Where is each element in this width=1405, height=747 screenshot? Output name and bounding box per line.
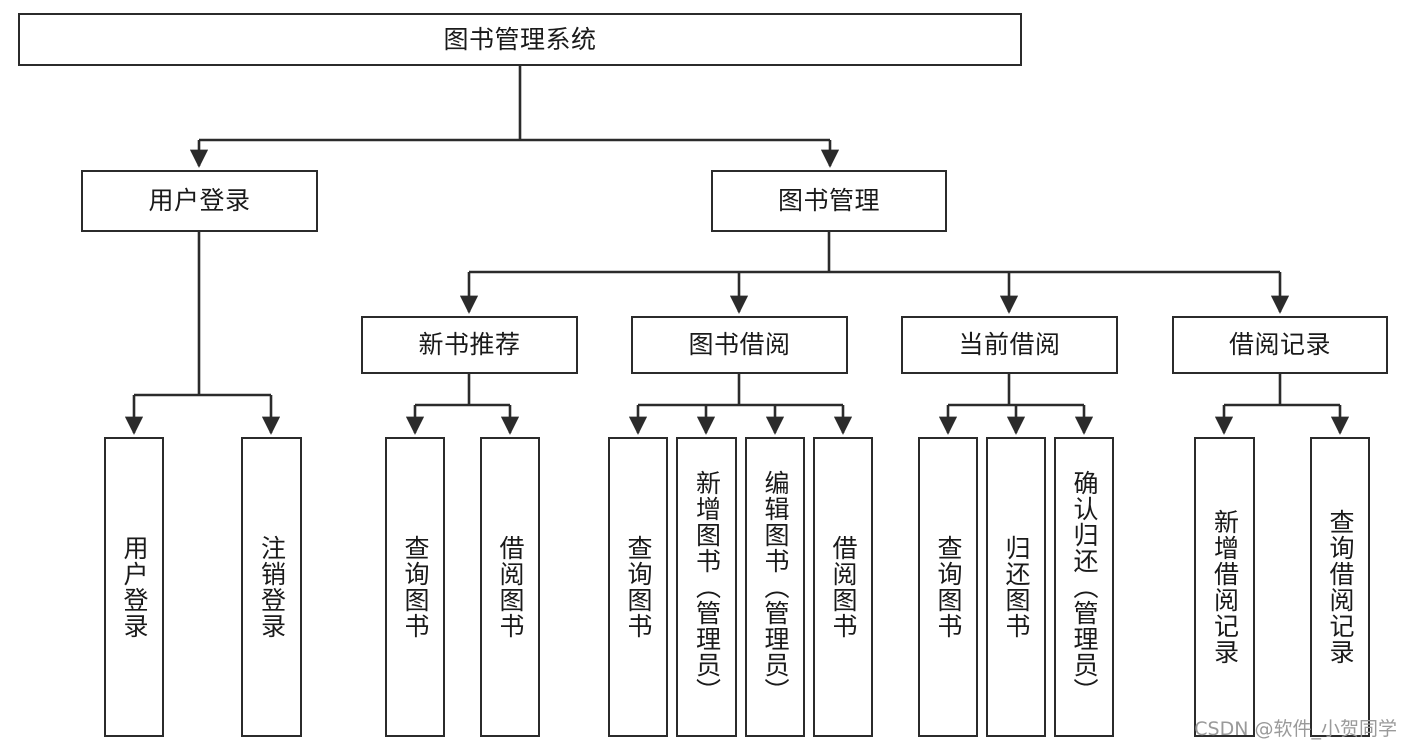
leaf-node[interactable]: 归还图书 — [986, 437, 1046, 737]
leaf-node-label: 借阅图书 — [496, 535, 525, 639]
leaf-node-label: 查询借阅记录 — [1326, 509, 1355, 665]
leaf-node[interactable]: 查询图书 — [385, 437, 445, 737]
leaf-node-label: 归还图书 — [1002, 535, 1031, 639]
leaf-node-label: 用户登录 — [120, 535, 149, 639]
leaf-node[interactable]: 新增借阅记录 — [1194, 437, 1255, 737]
node-borrow-record[interactable]: 借阅记录 — [1172, 316, 1388, 374]
leaf-node[interactable]: 编辑图书（管理员） — [745, 437, 805, 737]
node-book-management-label: 图书管理 — [777, 186, 880, 215]
node-current-borrow[interactable]: 当前借阅 — [901, 316, 1118, 374]
leaf-node[interactable]: 注销登录 — [241, 437, 302, 737]
leaf-node[interactable]: 用户登录 — [104, 437, 164, 737]
leaf-node[interactable]: 查询图书 — [608, 437, 668, 737]
leaf-node-label: 注销登录 — [257, 535, 287, 639]
leaf-node-label: 查询图书 — [401, 535, 430, 639]
node-root[interactable]: 图书管理系统 — [18, 13, 1022, 66]
leaf-node-label: 编辑图书（管理员） — [761, 470, 790, 704]
leaf-node[interactable]: 新增图书（管理员） — [676, 437, 737, 737]
leaf-node-label: 查询图书 — [624, 535, 653, 639]
leaf-node[interactable]: 确认归还（管理员） — [1054, 437, 1114, 737]
node-book-borrow-label: 图书借阅 — [688, 330, 791, 359]
node-new-book-recommend[interactable]: 新书推荐 — [361, 316, 578, 374]
leaf-node-label: 确认归还（管理员） — [1070, 470, 1099, 704]
leaf-node-label: 查询图书 — [934, 535, 963, 639]
leaf-node[interactable]: 查询借阅记录 — [1310, 437, 1370, 737]
leaf-node[interactable]: 借阅图书 — [813, 437, 873, 737]
node-new-book-recommend-label: 新书推荐 — [418, 330, 521, 359]
leaf-node-label: 新增图书（管理员） — [692, 470, 722, 704]
node-user-login[interactable]: 用户登录 — [81, 170, 318, 232]
leaf-node[interactable]: 借阅图书 — [480, 437, 540, 737]
node-book-management[interactable]: 图书管理 — [711, 170, 947, 232]
node-user-login-label: 用户登录 — [148, 186, 251, 215]
node-borrow-record-label: 借阅记录 — [1228, 330, 1331, 359]
node-root-label: 图书管理系统 — [443, 24, 597, 54]
leaf-node-label: 新增借阅记录 — [1210, 509, 1240, 665]
leaf-node[interactable]: 查询图书 — [918, 437, 978, 737]
node-current-borrow-label: 当前借阅 — [958, 330, 1061, 359]
node-book-borrow[interactable]: 图书借阅 — [631, 316, 848, 374]
leaf-node-label: 借阅图书 — [829, 535, 858, 639]
